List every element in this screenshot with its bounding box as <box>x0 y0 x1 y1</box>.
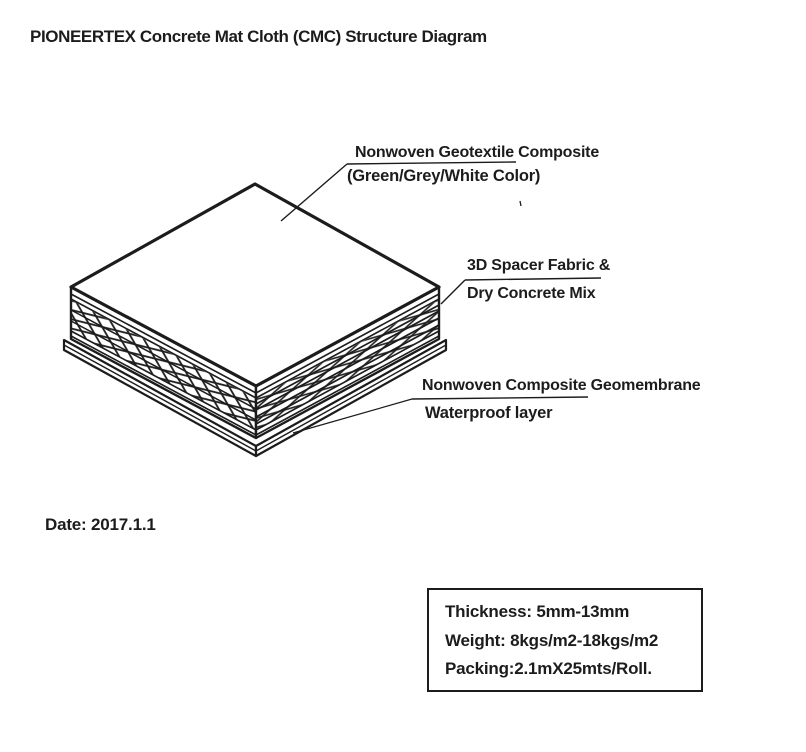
label-top-layer-line2: (Green/Grey/White Color) <box>347 167 541 185</box>
spec-box: Thickness: 5mm-13mm Weight: 8kgs/m2-18kg… <box>427 588 703 692</box>
stray-mark <box>519 200 522 207</box>
underline-bottom-layer <box>411 396 589 400</box>
date-label: Date: 2017.1.1 <box>45 515 156 534</box>
spec-weight: Weight: 8kgs/m2-18kgs/m2 <box>445 630 659 650</box>
leader-line-middle-layer <box>440 279 466 305</box>
callout-lines <box>280 161 602 434</box>
label-bottom-layer-line1: Nonwoven Composite Geomembrane <box>422 377 701 394</box>
leader-line-bottom-layer <box>292 398 413 434</box>
label-bottom-layer-line2: Waterproof layer <box>425 404 553 422</box>
right-face-hatch <box>255 300 440 430</box>
underline-top-layer <box>346 161 517 165</box>
label-middle-layer-line2: Dry Concrete Mix <box>467 285 596 302</box>
leader-line-top-layer <box>280 163 348 222</box>
spec-thickness: Thickness: 5mm-13mm <box>445 602 630 621</box>
slab-top-face <box>69 182 441 388</box>
underline-middle-layer <box>464 277 602 281</box>
spec-packing: Packing:2.1mX25mts/Roll. <box>445 659 652 678</box>
layer-strip-lines <box>70 293 440 436</box>
label-middle-layer-line1: 3D Spacer Fabric & <box>467 257 611 274</box>
bottom-geomembrane-flange <box>62 338 448 458</box>
left-face-hatch <box>70 300 257 430</box>
label-top-layer-line1: Nonwoven Geotextile Composite <box>355 144 600 161</box>
page-title: PIONEERTEX Concrete Mat Cloth (CMC) Stru… <box>30 27 487 46</box>
